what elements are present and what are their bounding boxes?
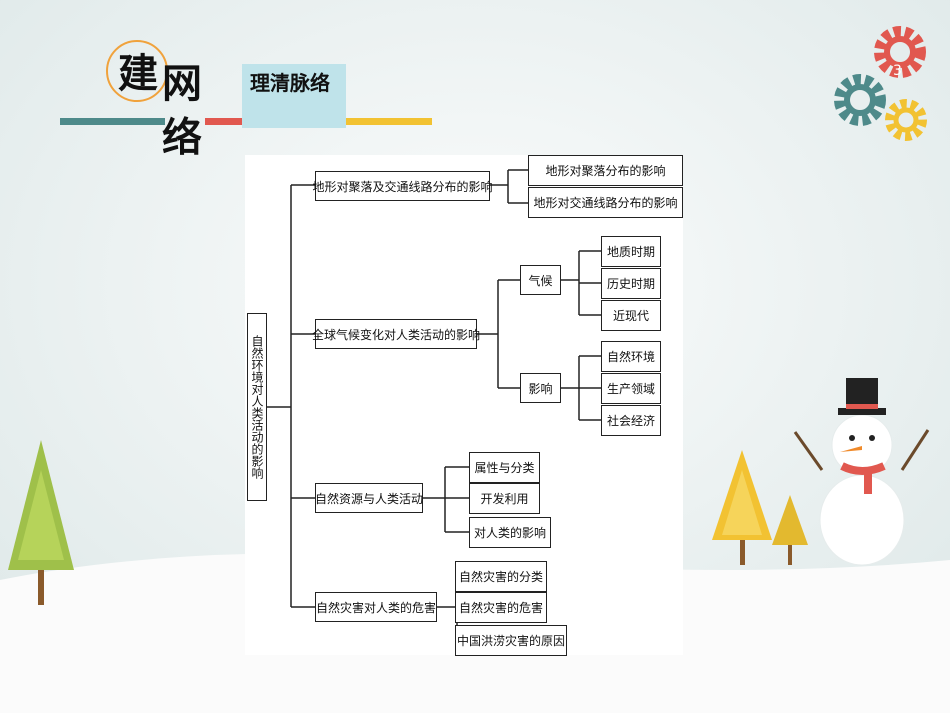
mind-map-panel: 自然环境对人类活动的影响 地形对聚落及交通线路分布的影响 地形对聚落分布的影响 … <box>245 155 683 656</box>
tree-icon <box>8 440 74 605</box>
leaf-historical-period: 历史时期 <box>601 268 661 299</box>
leaf-disaster-harm: 自然灾害的危害 <box>455 592 547 623</box>
branch-natural-resources: 自然资源与人类活动 <box>315 483 423 513</box>
title-bar-red <box>205 118 245 125</box>
leaf-impact-on-humans: 对人类的影响 <box>469 517 551 548</box>
branch-climate-change: 全球气候变化对人类活动的影响 <box>312 319 480 349</box>
tree-icon <box>772 495 808 565</box>
subtitle-box: 理清脉络 <box>242 64 346 128</box>
leaf-development-utilization: 开发利用 <box>469 483 540 514</box>
leaf-attributes-classification: 属性与分类 <box>469 452 540 483</box>
leaf-terrain-settlement: 地形对聚落分布的影响 <box>528 155 683 186</box>
title-bar-yellow <box>346 118 432 125</box>
leaf-production-field: 生产领域 <box>601 373 661 404</box>
root-node: 自然环境对人类活动的影响 <box>247 313 267 501</box>
page-number: 3 <box>893 63 902 79</box>
node-climate: 气候 <box>520 265 561 295</box>
branch-natural-disasters: 自然灾害对人类的危害 <box>315 592 437 622</box>
leaf-disaster-classification: 自然灾害的分类 <box>455 561 547 592</box>
gear-icon <box>834 74 886 126</box>
title-bar-teal <box>60 118 165 125</box>
leaf-natural-environment: 自然环境 <box>601 341 661 372</box>
gear-icon <box>874 26 926 78</box>
leaf-terrain-transport: 地形对交通线路分布的影响 <box>528 187 683 218</box>
title-char-1: 建 <box>118 51 158 97</box>
leaf-china-flood-causes: 中国洪涝灾害的原因 <box>455 625 567 656</box>
leaf-social-economy: 社会经济 <box>601 405 661 436</box>
node-impact: 影响 <box>520 373 561 403</box>
tree-icon <box>712 450 772 565</box>
gear-icon <box>885 99 927 141</box>
title-accent-circle <box>106 40 168 102</box>
leaf-modern-times: 近现代 <box>601 300 661 331</box>
snowman-icon <box>793 378 930 566</box>
leaf-geological-period: 地质时期 <box>601 236 661 267</box>
title-char-3: 络 <box>162 115 202 161</box>
mind-map-connectors <box>267 169 601 642</box>
title-char-2: 网 <box>162 61 202 107</box>
branch-terrain: 地形对聚落及交通线路分布的影响 <box>313 171 493 201</box>
